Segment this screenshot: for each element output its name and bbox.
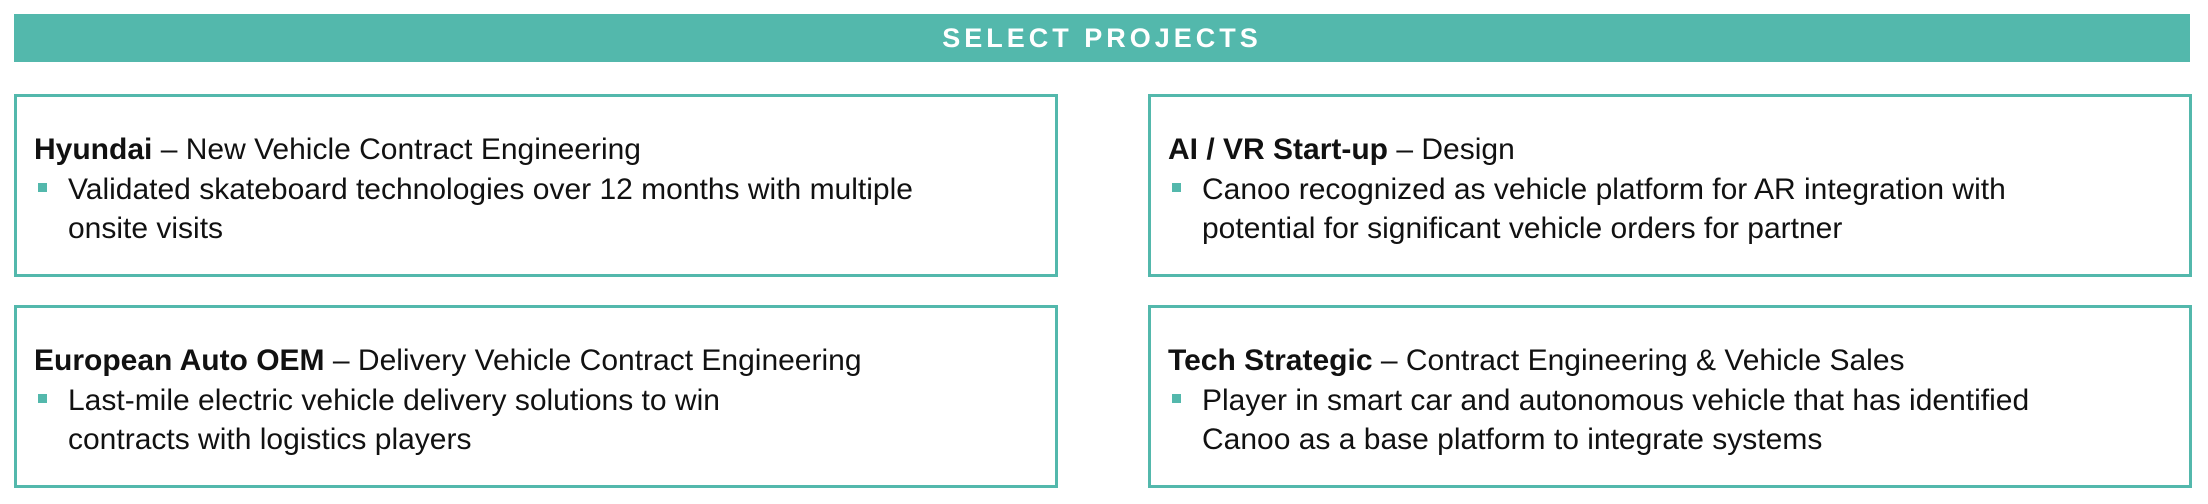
project-bullet: Validated skateboard technologies over 1… [34,170,1055,248]
heading-separator: – [1372,344,1406,377]
project-bullet: Last-mile electric vehicle delivery solu… [34,381,1055,459]
project-heading: Tech Strategic – Contract Engineering & … [1168,342,2189,380]
project-company: AI / VR Start-up [1168,133,1389,166]
square-bullet-icon [38,183,47,192]
project-type: New Vehicle Contract Engineering [185,133,641,166]
project-bullet: Canoo recognized as vehicle platform for… [1168,170,2189,248]
project-type: Contract Engineering & Vehicle Sales [1405,344,1905,377]
project-company: Hyundai [34,133,153,166]
project-description: Canoo recognized as vehicle platform for… [1202,173,2006,245]
project-heading: European Auto OEM – Delivery Vehicle Con… [34,342,1055,380]
project-company: Tech Strategic [1168,344,1373,377]
heading-separator: – [1388,133,1422,166]
project-card-hyundai: Hyundai – New Vehicle Contract Engineeri… [14,94,1058,277]
heading-separator: – [152,133,186,166]
square-bullet-icon [38,394,47,403]
select-projects-banner: SELECT PROJECTS [14,14,2190,62]
project-card-european-auto-oem: European Auto OEM – Delivery Vehicle Con… [14,305,1058,488]
square-bullet-icon [1172,394,1181,403]
project-description: Validated skateboard technologies over 1… [68,173,913,245]
project-bullet: Player in smart car and autonomous vehic… [1168,381,2189,459]
project-type: Design [1421,133,1515,166]
project-heading: Hyundai – New Vehicle Contract Engineeri… [34,131,1055,169]
project-description: Last-mile electric vehicle delivery solu… [68,384,720,456]
project-description: Player in smart car and autonomous vehic… [1202,384,2030,456]
heading-separator: – [324,344,358,377]
project-heading: AI / VR Start-up – Design [1168,131,2189,169]
project-company: European Auto OEM [34,344,325,377]
project-type: Delivery Vehicle Contract Engineering [357,344,862,377]
square-bullet-icon [1172,183,1181,192]
banner-title: SELECT PROJECTS [942,22,1262,53]
project-card-ai-vr-startup: AI / VR Start-up – Design Canoo recogniz… [1148,94,2192,277]
project-card-tech-strategic: Tech Strategic – Contract Engineering & … [1148,305,2192,488]
